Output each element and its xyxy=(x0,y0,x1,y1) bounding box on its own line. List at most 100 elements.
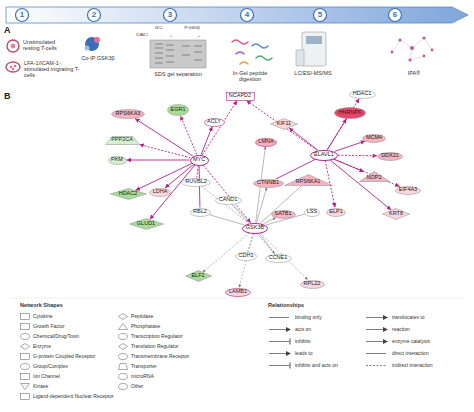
gene-label: HDAC2 xyxy=(119,191,138,197)
legend-shape-outline xyxy=(119,374,128,380)
node-shape-outline xyxy=(314,9,327,22)
legend-item: Ion Channel xyxy=(20,373,60,380)
step-circle: 2 xyxy=(87,8,101,22)
node-shape-outline xyxy=(335,108,366,119)
gene-label: GLUD1 xyxy=(137,221,155,227)
legend-shape-outline xyxy=(21,374,30,380)
ip-bead xyxy=(85,37,99,51)
legend-line xyxy=(268,314,292,321)
legend-shape-outline xyxy=(119,324,128,330)
legend-arrowhead xyxy=(383,315,388,320)
network-node: PKM xyxy=(108,156,127,165)
legend-item: Transcription Regulator xyxy=(118,333,183,340)
legend-shape xyxy=(118,353,128,360)
legend-item: Translation Regulator xyxy=(118,343,179,350)
network-node: ELF1 xyxy=(185,270,212,282)
step-number: 4 xyxy=(245,11,249,19)
legend-item: Other xyxy=(118,383,144,390)
network-node: LDHA xyxy=(149,188,171,197)
legend-item: acts on xyxy=(268,326,311,333)
cell-nucleus xyxy=(11,44,16,49)
node-shape-outline xyxy=(327,208,346,216)
step-number: 3 xyxy=(168,11,172,19)
connector xyxy=(203,165,251,223)
legend-item: translocates to xyxy=(365,314,425,321)
gene-label: CTNNB1 xyxy=(257,180,279,186)
legend-item: Enzyme xyxy=(20,343,51,350)
network-node: KIF11 xyxy=(270,118,298,130)
legend-item: Phosphatase xyxy=(118,323,160,330)
gene-label: KIF11 xyxy=(277,121,291,127)
legend-arrowhead xyxy=(286,351,291,356)
legend-text: Transmembrane Receptor xyxy=(131,353,189,359)
connector xyxy=(150,165,195,219)
legend-shape-outline xyxy=(21,364,30,370)
gene-label: NCAPD2 xyxy=(229,93,251,99)
legend-shape-outline xyxy=(21,314,30,320)
step-label: WCL xyxy=(152,27,166,31)
connector xyxy=(139,145,190,158)
legend-item: Ligand-dependent Nuclear Receptor xyxy=(20,393,114,400)
network-node: EIF4A3 xyxy=(395,186,421,195)
node-shape-outline xyxy=(271,119,298,130)
gene-label: KRT8 xyxy=(389,211,403,217)
connector xyxy=(232,204,275,253)
legend-item: direct interaction xyxy=(365,350,429,357)
step-circle: 6 xyxy=(388,8,402,22)
gene-label: LMNA xyxy=(258,139,273,145)
network-node: PPP2CA xyxy=(105,136,140,145)
node-shape-outline xyxy=(110,189,146,200)
legend-shape-outline xyxy=(119,314,128,320)
connector xyxy=(135,164,191,191)
legend-text: Phosphatase xyxy=(131,323,160,329)
legend-item: Peptidase xyxy=(118,313,153,320)
network-node: ELP1 xyxy=(326,208,346,217)
network-node: KRT8 xyxy=(382,208,410,220)
gene-label: EIF4A3 xyxy=(399,187,417,193)
connector xyxy=(232,204,250,223)
legend-shape-outline xyxy=(119,344,128,350)
legend-shape xyxy=(20,333,30,340)
step-label: Co-IP GSK3β xyxy=(78,55,118,61)
network-node: MCM4 xyxy=(362,134,386,143)
legend-text: Transcription Regulator xyxy=(131,333,183,339)
connector xyxy=(127,160,190,161)
mini-network-nodes xyxy=(391,36,434,61)
step-label: LFA-1/ICAM-1-stimulated migrating T-cell… xyxy=(24,60,80,78)
gene-label: RUVBL2 xyxy=(185,179,206,185)
legend-shape xyxy=(20,343,30,350)
legend-heading: Relationships xyxy=(268,302,348,308)
network-node: EGR1 xyxy=(167,104,189,116)
instrument-module xyxy=(296,50,304,66)
legend-text: Other xyxy=(131,383,144,389)
legend-shape-outline xyxy=(21,324,30,330)
connector xyxy=(239,233,253,287)
legend-shape xyxy=(20,313,30,320)
legend-bar xyxy=(290,363,291,369)
gene-label: HDAC1 xyxy=(353,91,372,97)
legend-text: Ion Channel xyxy=(33,373,60,379)
legend-text: enzyme catalysis xyxy=(392,338,430,344)
legend-shape xyxy=(118,383,128,390)
legend-item: Group/Complex xyxy=(20,363,68,370)
legend-heading: Network Shapes xyxy=(20,302,100,308)
legend-text: acts on xyxy=(295,326,311,332)
node-shape-outline xyxy=(190,155,208,165)
legend-shape xyxy=(20,353,30,360)
node-shape-outline xyxy=(349,90,375,98)
legend-shape-outline xyxy=(119,384,128,390)
network-node: ACLY xyxy=(204,118,225,127)
legend-line-stroke xyxy=(269,317,289,318)
legend-line-stroke xyxy=(366,353,386,354)
network-node: LAMB1 xyxy=(225,288,251,297)
network-node: CTNNB1 xyxy=(253,179,284,188)
legend-text: inhibits xyxy=(295,338,311,344)
legend-arrowhead xyxy=(383,339,388,344)
node-shape-outline xyxy=(305,208,320,216)
legend-text: Translation Regulator xyxy=(131,343,179,349)
node-shape-outline xyxy=(383,209,410,220)
node-shape-outline xyxy=(16,9,29,22)
step-label: LC/ESI-MS/MS xyxy=(288,70,338,76)
step-circle: 5 xyxy=(313,8,327,22)
step-label: - xyxy=(184,34,190,38)
